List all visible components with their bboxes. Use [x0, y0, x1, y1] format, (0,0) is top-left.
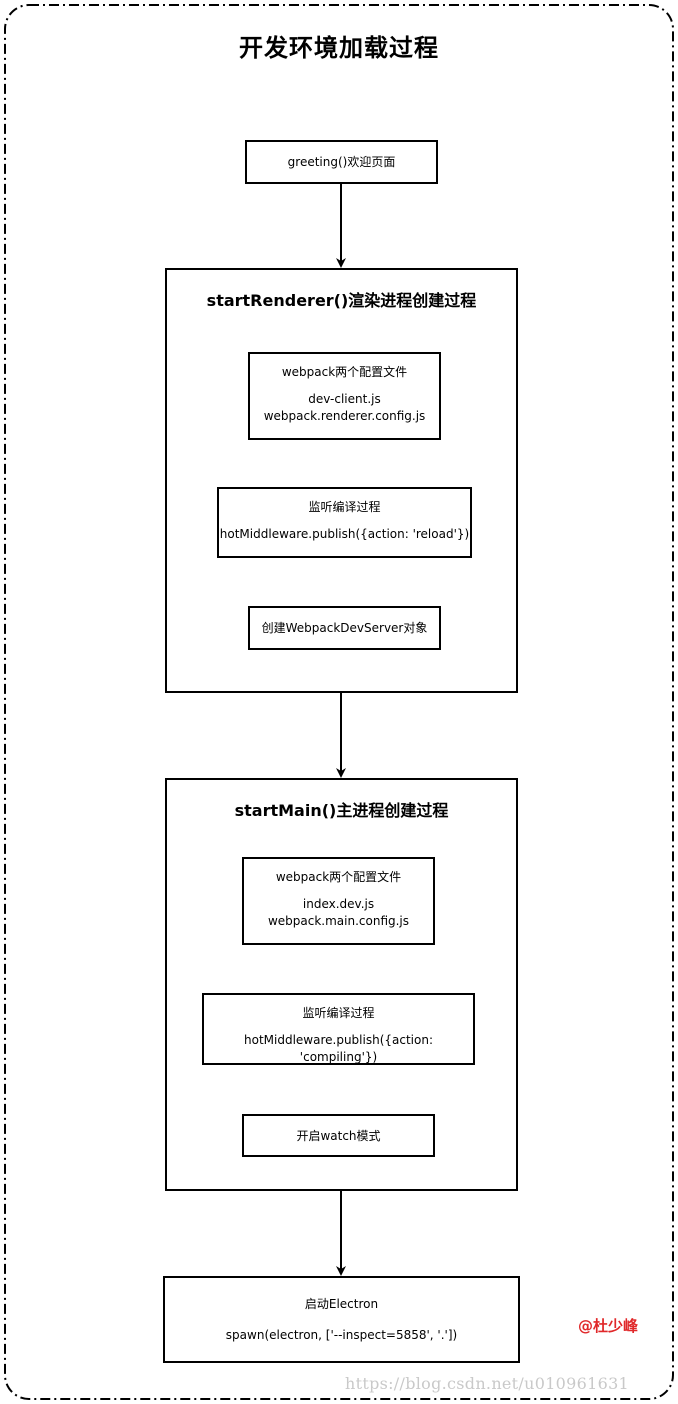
diagram-title: 开发环境加载过程	[239, 34, 439, 62]
renderer-listen-code: hotMiddleware.publish({action: 'reload'}…	[219, 527, 470, 541]
electron-code: spawn(electron, ['--inspect=5858', '.'])	[225, 1328, 458, 1342]
electron-label: 启动Electron	[304, 1297, 379, 1311]
main-config-box: webpack两个配置文件 index.dev.js webpack.main.…	[242, 857, 435, 945]
main-watch-box: 开启watch模式	[242, 1114, 435, 1157]
electron-box: 启动Electron spawn(electron, ['--inspect=5…	[163, 1276, 520, 1363]
main-config-label: webpack两个配置文件	[275, 870, 402, 884]
greeting-box: greeting()欢迎页面	[245, 140, 438, 184]
renderer-listen-box: 监听编译过程 hotMiddleware.publish({action: 'r…	[217, 487, 472, 558]
main-group-title: startMain()主进程创建过程	[234, 801, 449, 820]
renderer-config-box: webpack两个配置文件 dev-client.js webpack.rend…	[248, 352, 441, 440]
renderer-group-title: startRenderer()渲染进程创建过程	[206, 291, 477, 310]
author-stamp: @杜少峰	[578, 1317, 639, 1335]
renderer-server-label: 创建WebpackDevServer对象	[261, 621, 428, 635]
greeting-label: greeting()欢迎页面	[287, 155, 396, 169]
diagram-frame	[4, 4, 674, 1400]
renderer-config-file: dev-client.js	[308, 392, 381, 406]
main-watch-label: 开启watch模式	[296, 1129, 381, 1143]
main-config-file: webpack.main.config.js	[267, 914, 410, 928]
watermark-url: https://blog.csdn.net/u010961631	[345, 1374, 630, 1393]
main-listen-code: hotMiddleware.publish({action: 'compilin…	[244, 1033, 433, 1064]
renderer-listen-label: 监听编译过程	[308, 500, 381, 514]
main-config-file: index.dev.js	[302, 897, 375, 911]
main-listen-label: 监听编译过程	[302, 1006, 375, 1020]
renderer-server-box: 创建WebpackDevServer对象	[248, 606, 441, 650]
main-listen-box: 监听编译过程 hotMiddleware.publish({action: 'c…	[202, 993, 475, 1065]
renderer-config-file: webpack.renderer.config.js	[263, 409, 426, 423]
renderer-config-label: webpack两个配置文件	[281, 365, 408, 379]
